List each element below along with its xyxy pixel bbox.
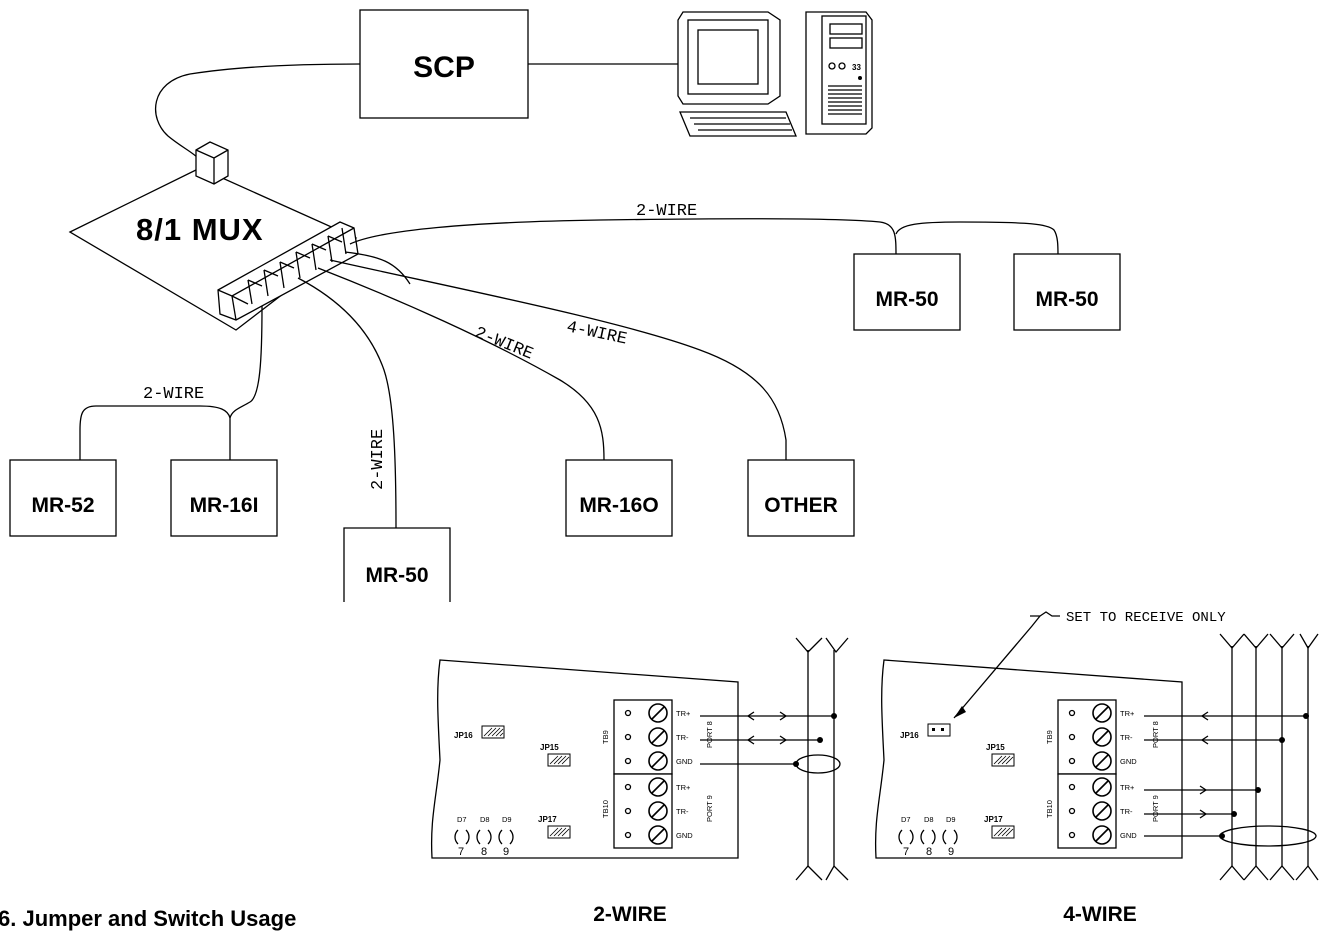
svg-text:JP15: JP15	[540, 743, 559, 752]
caption-4-wire: 4-WIRE	[1063, 903, 1137, 926]
svg-text:JP17: JP17	[538, 815, 557, 824]
svg-text:JP17: JP17	[984, 815, 1003, 824]
wire-label-top-right: 2-WIRE	[636, 202, 697, 221]
wire-label-center-vertical: 2-WIRE	[369, 429, 388, 490]
svg-text:D7: D7	[457, 815, 467, 824]
device-mr16o: MR-16O	[565, 459, 673, 537]
set-to-receive-note: SET TO RECEIVE ONLY	[1066, 610, 1226, 626]
device-mr16i: MR-16I	[170, 459, 278, 537]
scp-box: SCP	[359, 9, 529, 119]
scp-to-mux-cable	[155, 63, 361, 159]
svg-text:D9: D9	[502, 815, 512, 824]
svg-text:D8: D8	[924, 815, 934, 824]
svg-text:TR+: TR+	[1120, 709, 1135, 718]
svg-text:MR-16I: MR-16I	[190, 494, 259, 517]
svg-text:TR-: TR-	[1120, 807, 1133, 816]
note-leader-tick	[1030, 611, 1060, 617]
svg-text:GND: GND	[1120, 831, 1137, 840]
svg-text:TR+: TR+	[1120, 783, 1135, 792]
svg-text:8: 8	[481, 846, 487, 858]
svg-text:GND: GND	[676, 757, 693, 766]
svg-text:PORT 9: PORT 9	[705, 795, 714, 822]
note-leader-line	[953, 615, 1041, 719]
svg-text:TR+: TR+	[676, 783, 691, 792]
svg-text:TB10: TB10	[1045, 800, 1054, 818]
device-other: OTHER	[747, 459, 855, 537]
wire-label-center-diag: 2-WIRE	[472, 324, 536, 365]
svg-text:D9: D9	[946, 815, 956, 824]
svg-text:MR-52: MR-52	[31, 494, 94, 517]
device-mr50-right-a: MR-50	[853, 253, 961, 331]
svg-text:GND: GND	[1120, 757, 1137, 766]
svg-text:PORT 8: PORT 8	[705, 721, 714, 748]
four-wire-cables	[1219, 633, 1319, 881]
svg-text:TR-: TR-	[1120, 733, 1133, 742]
svg-text:8: 8	[926, 846, 932, 858]
top-right-2-wire-line	[349, 218, 897, 257]
svg-text:7: 7	[903, 846, 909, 858]
svg-text:TB9: TB9	[1045, 730, 1054, 744]
wire-label-left: 2-WIRE	[143, 385, 204, 404]
svg-text:JP15: JP15	[986, 743, 1005, 752]
svg-text:TR+: TR+	[676, 709, 691, 718]
svg-text:MR-50: MR-50	[365, 564, 428, 587]
svg-text:PORT 8: PORT 8	[1151, 721, 1160, 748]
left-2-wire-branch	[79, 405, 231, 460]
jp15-jumper	[547, 753, 571, 767]
svg-text:TB9: TB9	[601, 730, 610, 744]
svg-text:MR-16O: MR-16O	[579, 494, 658, 517]
center-mr50-2-wire-line	[297, 277, 397, 529]
note-leader-arrow	[954, 706, 966, 718]
svg-text:JP16: JP16	[900, 731, 919, 740]
jp17-jumper	[547, 825, 571, 839]
svg-text:PORT 9: PORT 9	[1151, 795, 1160, 822]
mr16o-2-wire-line	[317, 267, 605, 461]
svg-text:JP16: JP16	[454, 731, 473, 740]
jp17-jumper-4w	[991, 825, 1015, 839]
svg-text:D7: D7	[901, 815, 911, 824]
wire-label-4-wire: 4-WIRE	[565, 318, 629, 349]
jp16-jumper-receive	[927, 723, 951, 737]
svg-text:33: 33	[852, 63, 861, 72]
device-mr50-right-b: MR-50	[1013, 253, 1121, 331]
left-2-wire-line	[229, 305, 263, 460]
svg-text:GND: GND	[676, 831, 693, 840]
svg-text:MR-50: MR-50	[1035, 288, 1098, 311]
mux-board: 8/1 MUX	[68, 141, 359, 331]
section-heading: 6. Jumper and Switch Usage	[0, 906, 297, 931]
svg-text:TB10: TB10	[601, 800, 610, 818]
svg-text:TR-: TR-	[676, 807, 689, 816]
top-right-2-wire-branch	[895, 221, 1059, 257]
jp16-jumper	[481, 725, 505, 739]
device-mr52: MR-52	[9, 459, 117, 537]
svg-text:9: 9	[948, 846, 954, 858]
caption-2-wire: 2-WIRE	[593, 903, 667, 926]
svg-text:TR-: TR-	[676, 733, 689, 742]
svg-text:9: 9	[503, 846, 509, 858]
mux-label: 8/1 MUX	[136, 212, 264, 247]
two-wire-cable	[795, 637, 849, 881]
four-wire-board: JP16 JP15 JP17 D7 D8 D9 7 8 9 TR+ TR- GN…	[874, 659, 1317, 859]
svg-text:MR-50: MR-50	[875, 288, 938, 311]
jp15-jumper-4w	[991, 753, 1015, 767]
device-mr50-center: MR-50	[343, 527, 451, 602]
four-wire-line	[329, 251, 787, 460]
svg-text:7: 7	[458, 846, 464, 858]
scp-label: SCP	[413, 51, 475, 84]
two-wire-board: JP16 JP15 JP17 D7 D8 D9 7 8 9 TR+ TR- GN…	[430, 659, 841, 859]
svg-text:D8: D8	[480, 815, 490, 824]
svg-text:OTHER: OTHER	[764, 494, 838, 517]
computer-icon: 33	[677, 11, 873, 137]
